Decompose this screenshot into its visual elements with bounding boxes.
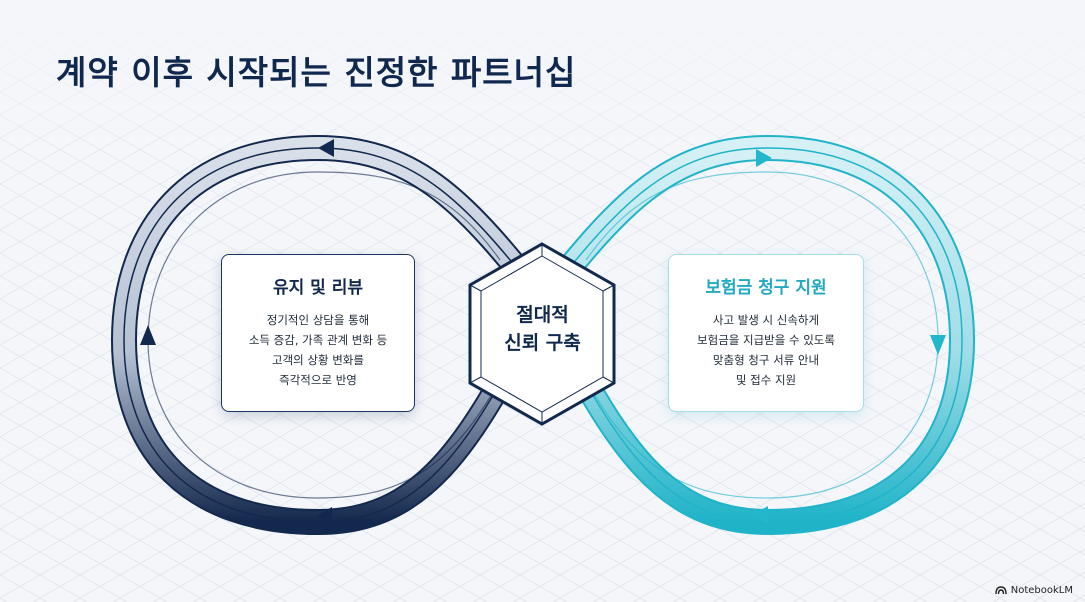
claim-support-heading: 보험금 청구 지원 — [705, 278, 827, 298]
brand-text: NotebookLM — [1010, 585, 1073, 596]
notebooklm-branding: NotebookLM — [995, 585, 1073, 596]
arrow-left-bottom-icon — [316, 507, 332, 525]
center-label: 절대적 신뢰 구축 — [465, 301, 620, 357]
arrow-right-top-icon — [756, 149, 772, 167]
notebooklm-logo-icon — [995, 586, 1007, 595]
maintenance-review-line-1: 정기적인 상담을 통해 — [266, 313, 370, 327]
arrow-right-bottom-icon — [752, 506, 768, 524]
arrow-right-side-icon — [930, 335, 946, 355]
maintenance-review-line-4: 즉각적으로 반영 — [279, 373, 357, 387]
center-label-line-2: 신뢰 구축 — [504, 332, 581, 354]
claim-support-line-2: 보험금을 지급받을 수 있도록 — [697, 333, 835, 347]
center-label-line-1: 절대적 — [516, 304, 569, 326]
claim-support-line-1: 사고 발생 시 신속하게 — [712, 313, 820, 327]
maintenance-review-card: 유지 및 리뷰 정기적인 상담을 통해 소득 증감, 가족 관계 변화 등 고객… — [221, 254, 415, 412]
arrow-left-top-icon — [318, 139, 334, 157]
claim-support-card: 보험금 청구 지원 사고 발생 시 신속하게 보험금을 지급받을 수 있도록 맞… — [668, 254, 864, 412]
claim-support-line-4: 및 접수 지원 — [735, 373, 797, 387]
maintenance-review-heading: 유지 및 리뷰 — [272, 278, 364, 298]
maintenance-review-line-2: 소득 증감, 가족 관계 변화 등 — [248, 333, 388, 347]
maintenance-review-line-3: 고객의 상황 변화를 — [272, 353, 364, 367]
center-hexagon-icon — [468, 242, 616, 426]
arrow-left-side-icon — [140, 325, 156, 345]
claim-support-line-3: 맞춤형 청구 서류 안내 — [712, 353, 820, 367]
page-title: 계약 이후 시작되는 진정한 파트너십 — [56, 53, 577, 92]
